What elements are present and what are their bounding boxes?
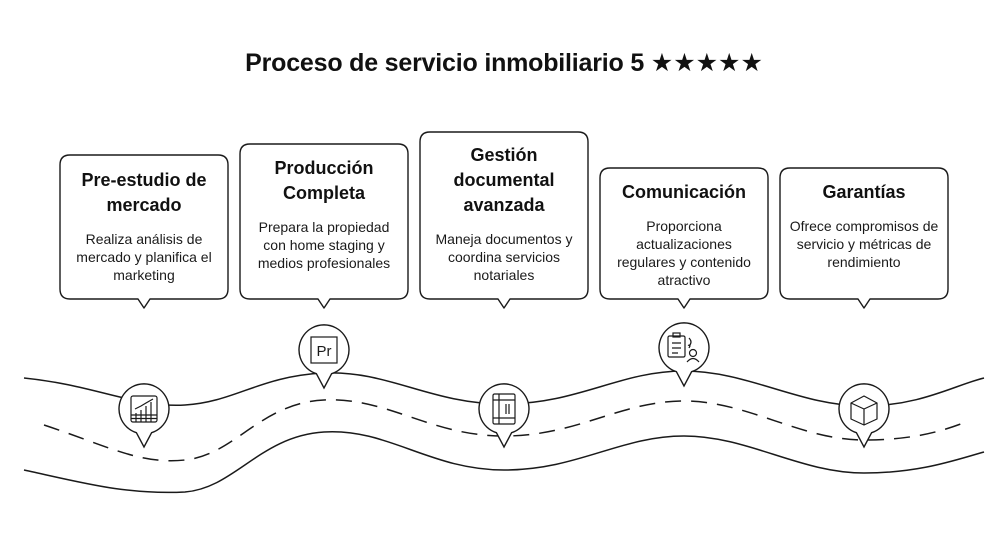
- step-2-description: Prepara la propiedad con home staging y …: [257, 219, 391, 271]
- step-1-heading: Pre-estudio de mercado: [81, 170, 207, 215]
- step-card-5: Garantías Ofrece compromisos de servicio…: [781, 180, 947, 271]
- step-5-description: Ofrece compromisos de servicio y métrica…: [789, 218, 939, 270]
- step-1-description: Realiza análisis de mercado y planifica …: [76, 231, 212, 283]
- step-card-3: Gestión documental avanzada Maneja docum…: [421, 143, 587, 284]
- rating-stars: ★★★★★: [650, 49, 763, 77]
- step-4-bubble: [599, 167, 769, 309]
- step-2-bubble: [239, 143, 409, 309]
- step-1-bubble: [59, 154, 229, 309]
- page-title: Proceso de servicio inmobiliario 5 ★★★★★: [0, 48, 1008, 78]
- step-4-heading: Comunicación: [621, 182, 746, 202]
- clipboard-user-icon: [667, 332, 700, 363]
- step-5-heading: Garantías: [822, 182, 906, 202]
- step-5-bubble: [779, 167, 949, 309]
- step-card-2: Producción Completa Prepara la propiedad…: [241, 156, 407, 272]
- step-card-1: Pre-estudio de mercado Realiza análisis …: [61, 168, 227, 284]
- svg-text:Pr: Pr: [317, 343, 332, 360]
- step-3-pin: [478, 383, 530, 449]
- pr-logo-icon: Pr: [310, 336, 338, 364]
- step-4-pin: [658, 322, 710, 388]
- step-2-heading: Producción Completa: [274, 158, 374, 203]
- box-icon: [850, 395, 878, 426]
- road-edge-bottom: [23, 431, 985, 494]
- step-3-description: Maneja documentos y coordina servicios n…: [435, 231, 573, 283]
- title-text: Proceso de servicio inmobiliario 5: [245, 49, 645, 77]
- step-4-description: Proporciona actualizaciones regulares y …: [617, 218, 751, 288]
- step-3-bubble: [419, 131, 589, 309]
- step-card-4: Comunicación Proporciona actualizaciones…: [601, 180, 767, 289]
- road-center-dashed: [43, 399, 967, 462]
- document-icon: [492, 393, 516, 425]
- bar-chart-grid-icon: [130, 395, 158, 423]
- step-3-heading: Gestión documental avanzada: [453, 145, 555, 215]
